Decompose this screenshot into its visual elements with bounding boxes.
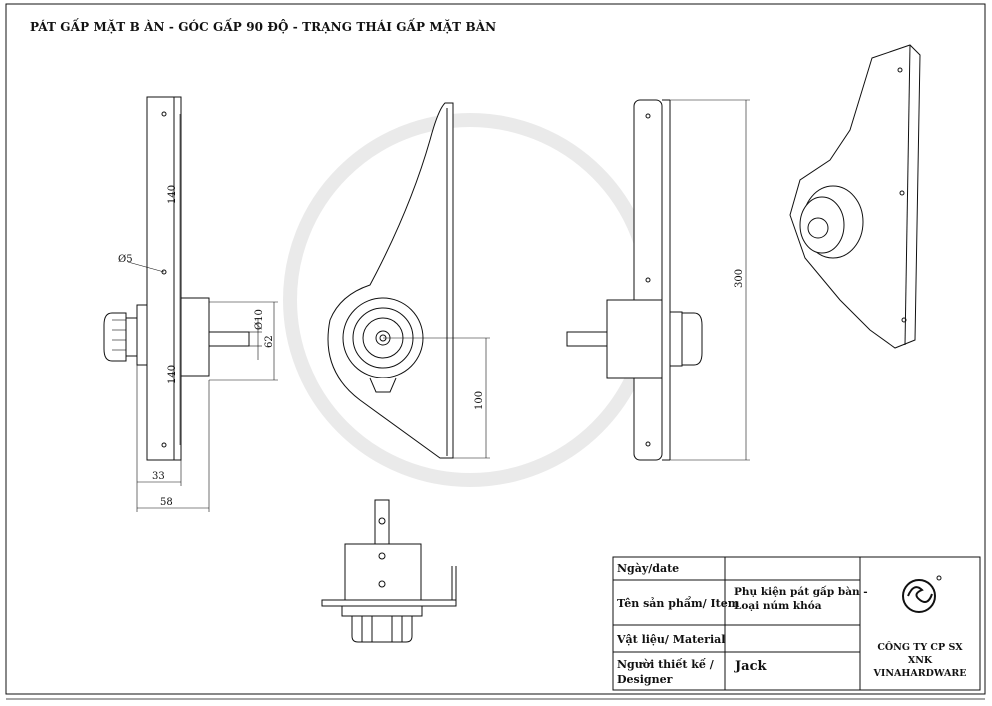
date-label: Ngày/date [617, 562, 680, 575]
dim-300: 300 [734, 269, 745, 288]
product-value-line2: Loại núm khóa [734, 600, 822, 612]
side-view [327, 102, 490, 459]
dim-140-top: 140 [167, 185, 178, 204]
company-name-line2: XNK VINAHARDWARE [873, 655, 967, 679]
product-label: Tên sản phẩm/ Item [617, 597, 740, 610]
company-name-line1: CÔNG TY CP SX [877, 642, 963, 653]
designer-value: Jack [735, 659, 767, 674]
front-view [103, 96, 278, 512]
dim-58: 58 [160, 497, 173, 508]
drawing-title: PÁT GẤP MẶT B ÀN - GÓC GẤP 90 ĐỘ - TRẠNG… [30, 20, 497, 34]
dim-phi5: Ø5 [118, 254, 133, 265]
rear-view [566, 99, 750, 461]
bottom-view [321, 499, 457, 643]
material-label: Vật liệu/ Material [617, 633, 726, 646]
dim-140-bottom: 140 [167, 365, 178, 384]
isometric-view [789, 44, 921, 349]
product-value-line1: Phụ kiện pát gấp bàn - [734, 586, 868, 598]
vinahardware-logo-icon [902, 575, 942, 613]
dim-100: 100 [474, 391, 485, 410]
sheet-border [5, 3, 986, 695]
dim-33: 33 [152, 471, 165, 482]
designer-label-line2: Designer [617, 673, 673, 686]
designer-label-line1: Người thiết kế / [617, 658, 714, 671]
dim-62: 62 [264, 335, 275, 348]
dim-phi10: Ø10 [254, 309, 265, 330]
